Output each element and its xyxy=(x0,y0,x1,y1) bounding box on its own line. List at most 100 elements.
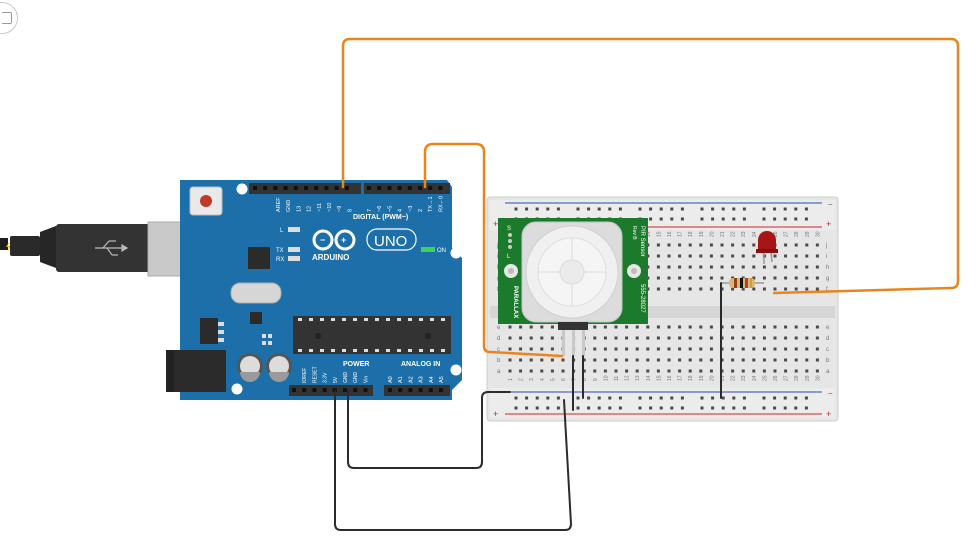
rail-minus-bottom: − xyxy=(828,389,833,398)
row-letter: e xyxy=(497,325,501,331)
column-number: 8 xyxy=(582,378,588,381)
column-number: 30 xyxy=(815,375,821,381)
rail-plus-top-left: + xyxy=(493,219,498,229)
digital-pin-label: ~10 xyxy=(327,203,333,212)
red-led[interactable] xyxy=(756,231,778,264)
column-number: 26 xyxy=(773,231,779,237)
row-letter: c xyxy=(497,347,500,353)
column-number: 17 xyxy=(678,375,684,381)
column-number: 14 xyxy=(646,231,652,237)
usb-cable xyxy=(0,238,8,250)
digital-pin-label: GND xyxy=(286,200,292,212)
model-label: UNO xyxy=(374,233,407,250)
tx-label: TX xyxy=(276,248,284,254)
digital-pin-label: 8 xyxy=(347,209,353,212)
analog-pin-label: A4 xyxy=(429,376,435,383)
digital-pin-label: RX←0 xyxy=(438,196,444,212)
led-l xyxy=(288,227,300,232)
power-header[interactable] xyxy=(289,385,373,396)
analog-pin-label: A0 xyxy=(388,376,394,383)
rail-plus-top: + xyxy=(826,219,831,229)
digital-pin-label: TX→1 xyxy=(428,196,434,212)
column-number: 30 xyxy=(815,231,821,237)
row-letter: h xyxy=(826,265,829,271)
row-letter: j xyxy=(496,243,498,249)
power-pin-label: GND xyxy=(343,372,349,384)
analog-label: ANALOG IN xyxy=(401,361,440,368)
mount-hole xyxy=(231,383,243,395)
power-pin-label: 3.3V xyxy=(323,372,329,383)
row-letter: a xyxy=(826,369,830,375)
rail-plus-bottom: + xyxy=(826,409,831,419)
column-number: 27 xyxy=(784,375,790,381)
column-number: 20 xyxy=(709,231,715,237)
wire-pin9-to-led[interactable] xyxy=(341,37,960,295)
power-label: POWER xyxy=(343,361,369,368)
column-number: 19 xyxy=(699,375,705,381)
row-letter: i xyxy=(826,254,827,260)
pir-rev: Rev B xyxy=(631,226,637,240)
rx-label: RX xyxy=(276,257,284,263)
svg-text:+: + xyxy=(341,235,346,245)
wire-gnd-to-rail[interactable] xyxy=(347,390,511,469)
pir-part: 555-28027 xyxy=(639,284,645,313)
column-number: 24 xyxy=(752,231,758,237)
column-number: 11 xyxy=(614,376,620,381)
row-letter: e xyxy=(826,325,830,331)
power-pin-label: 5V xyxy=(333,376,339,383)
lightning-icon xyxy=(6,242,11,251)
pir-sensor[interactable]: S L PARALLAX PIR Sensor Rev B 555-28027 xyxy=(498,218,648,356)
column-number: 29 xyxy=(805,375,811,381)
row-letter: i xyxy=(497,254,498,260)
column-number: 17 xyxy=(678,231,684,237)
column-number: 19 xyxy=(699,231,705,237)
wire-5v-to-rail[interactable] xyxy=(334,390,572,531)
svg-text:−: − xyxy=(320,235,325,245)
digital-label: DIGITAL (PWM~) xyxy=(353,214,408,221)
pir-title: PIR Sensor xyxy=(639,226,645,257)
rail-plus-bottom-left: + xyxy=(493,409,498,419)
led-rx xyxy=(288,256,300,261)
digital-pin-label: 13 xyxy=(296,206,302,212)
pir-pin-l: L xyxy=(507,254,511,260)
digital-pin-label: ~11 xyxy=(317,203,323,212)
column-number: 6 xyxy=(561,378,567,381)
column-number: 24 xyxy=(752,375,758,381)
mount-hole xyxy=(450,247,462,259)
led-on xyxy=(421,247,435,252)
row-letter: b xyxy=(497,358,501,364)
pir-pin-s: S xyxy=(507,226,511,232)
column-number: 27 xyxy=(784,231,790,237)
regulator xyxy=(200,318,218,344)
column-number: 29 xyxy=(805,231,811,237)
row-letter: j xyxy=(825,243,827,249)
arduino-infinity-icon xyxy=(312,229,356,251)
usb-chip xyxy=(248,247,270,269)
column-number: 26 xyxy=(773,375,779,381)
power-pin-label: GND xyxy=(353,372,359,384)
analog-pin-label: A3 xyxy=(419,376,425,383)
analog-pin-label: A1 xyxy=(398,376,404,383)
column-number: 20 xyxy=(709,375,715,381)
column-number: 18 xyxy=(688,375,694,381)
digital-header-right[interactable] xyxy=(364,183,450,194)
row-letter: c xyxy=(826,347,829,353)
digital-pin-label: AREF xyxy=(276,197,282,212)
column-number: 13 xyxy=(635,375,641,381)
small-chip xyxy=(250,312,262,324)
column-number: 21 xyxy=(720,231,726,237)
column-number: 15 xyxy=(656,375,662,381)
column-number: 22 xyxy=(731,231,737,237)
analog-header[interactable] xyxy=(384,385,450,396)
resistor[interactable] xyxy=(721,278,764,288)
digital-pin-label: ~9 xyxy=(337,206,343,212)
wire-pin2-to-pir[interactable] xyxy=(423,142,564,358)
digital-pin-label: 4 xyxy=(398,209,404,212)
row-letter: g xyxy=(826,276,829,282)
column-number: 25 xyxy=(762,375,768,381)
column-number: 28 xyxy=(794,231,800,237)
usb-icon xyxy=(95,240,129,256)
